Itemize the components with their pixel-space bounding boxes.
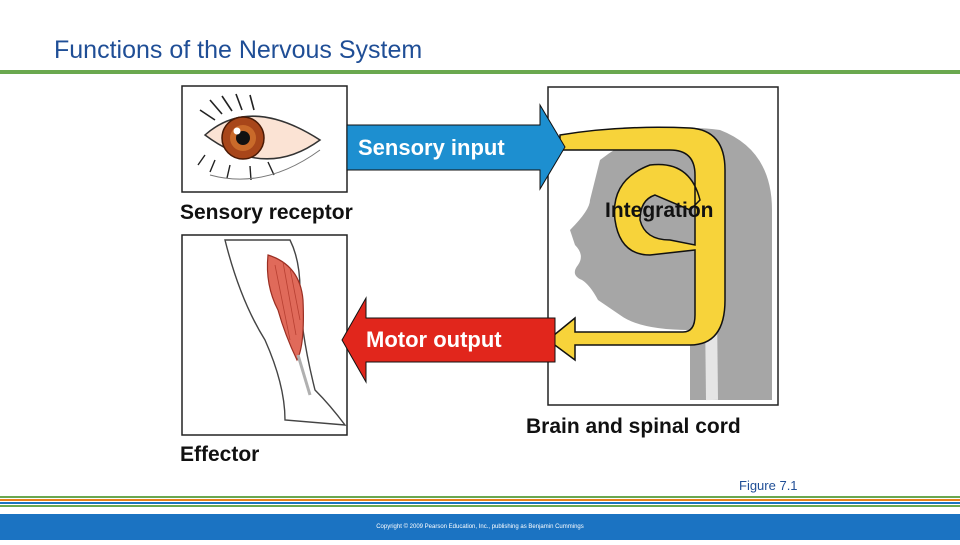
- slide-title: Functions of the Nervous System: [54, 36, 423, 64]
- figure-caption: Figure 7.1: [739, 478, 798, 493]
- sensory-input-arrow: [346, 103, 566, 191]
- footer-bar: [0, 514, 960, 540]
- sensory-receptor-label: Sensory receptor: [180, 201, 353, 224]
- brain-spinal-cord-label: Brain and spinal cord: [526, 415, 741, 438]
- title-divider: [0, 70, 960, 74]
- integration-label: Integration: [605, 199, 714, 222]
- eye-panel: [181, 85, 348, 193]
- footer-stripe-blue: [0, 502, 960, 504]
- sensory-input-label: Sensory input: [358, 135, 505, 160]
- leg-panel: [181, 234, 348, 436]
- footer-stripe-green: [0, 496, 960, 498]
- footer-stripe-orange: [0, 499, 960, 501]
- eye-icon: [197, 93, 322, 181]
- effector-label: Effector: [180, 443, 259, 466]
- copyright-text: Copyright © 2009 Pearson Education, Inc.…: [376, 524, 584, 530]
- leg-muscle-icon: [224, 239, 347, 426]
- motor-output-arrow: [341, 296, 556, 384]
- footer-stripe-green-2: [0, 505, 960, 507]
- integration-loop: [546, 126, 726, 362]
- motor-output-label: Motor output: [366, 327, 502, 352]
